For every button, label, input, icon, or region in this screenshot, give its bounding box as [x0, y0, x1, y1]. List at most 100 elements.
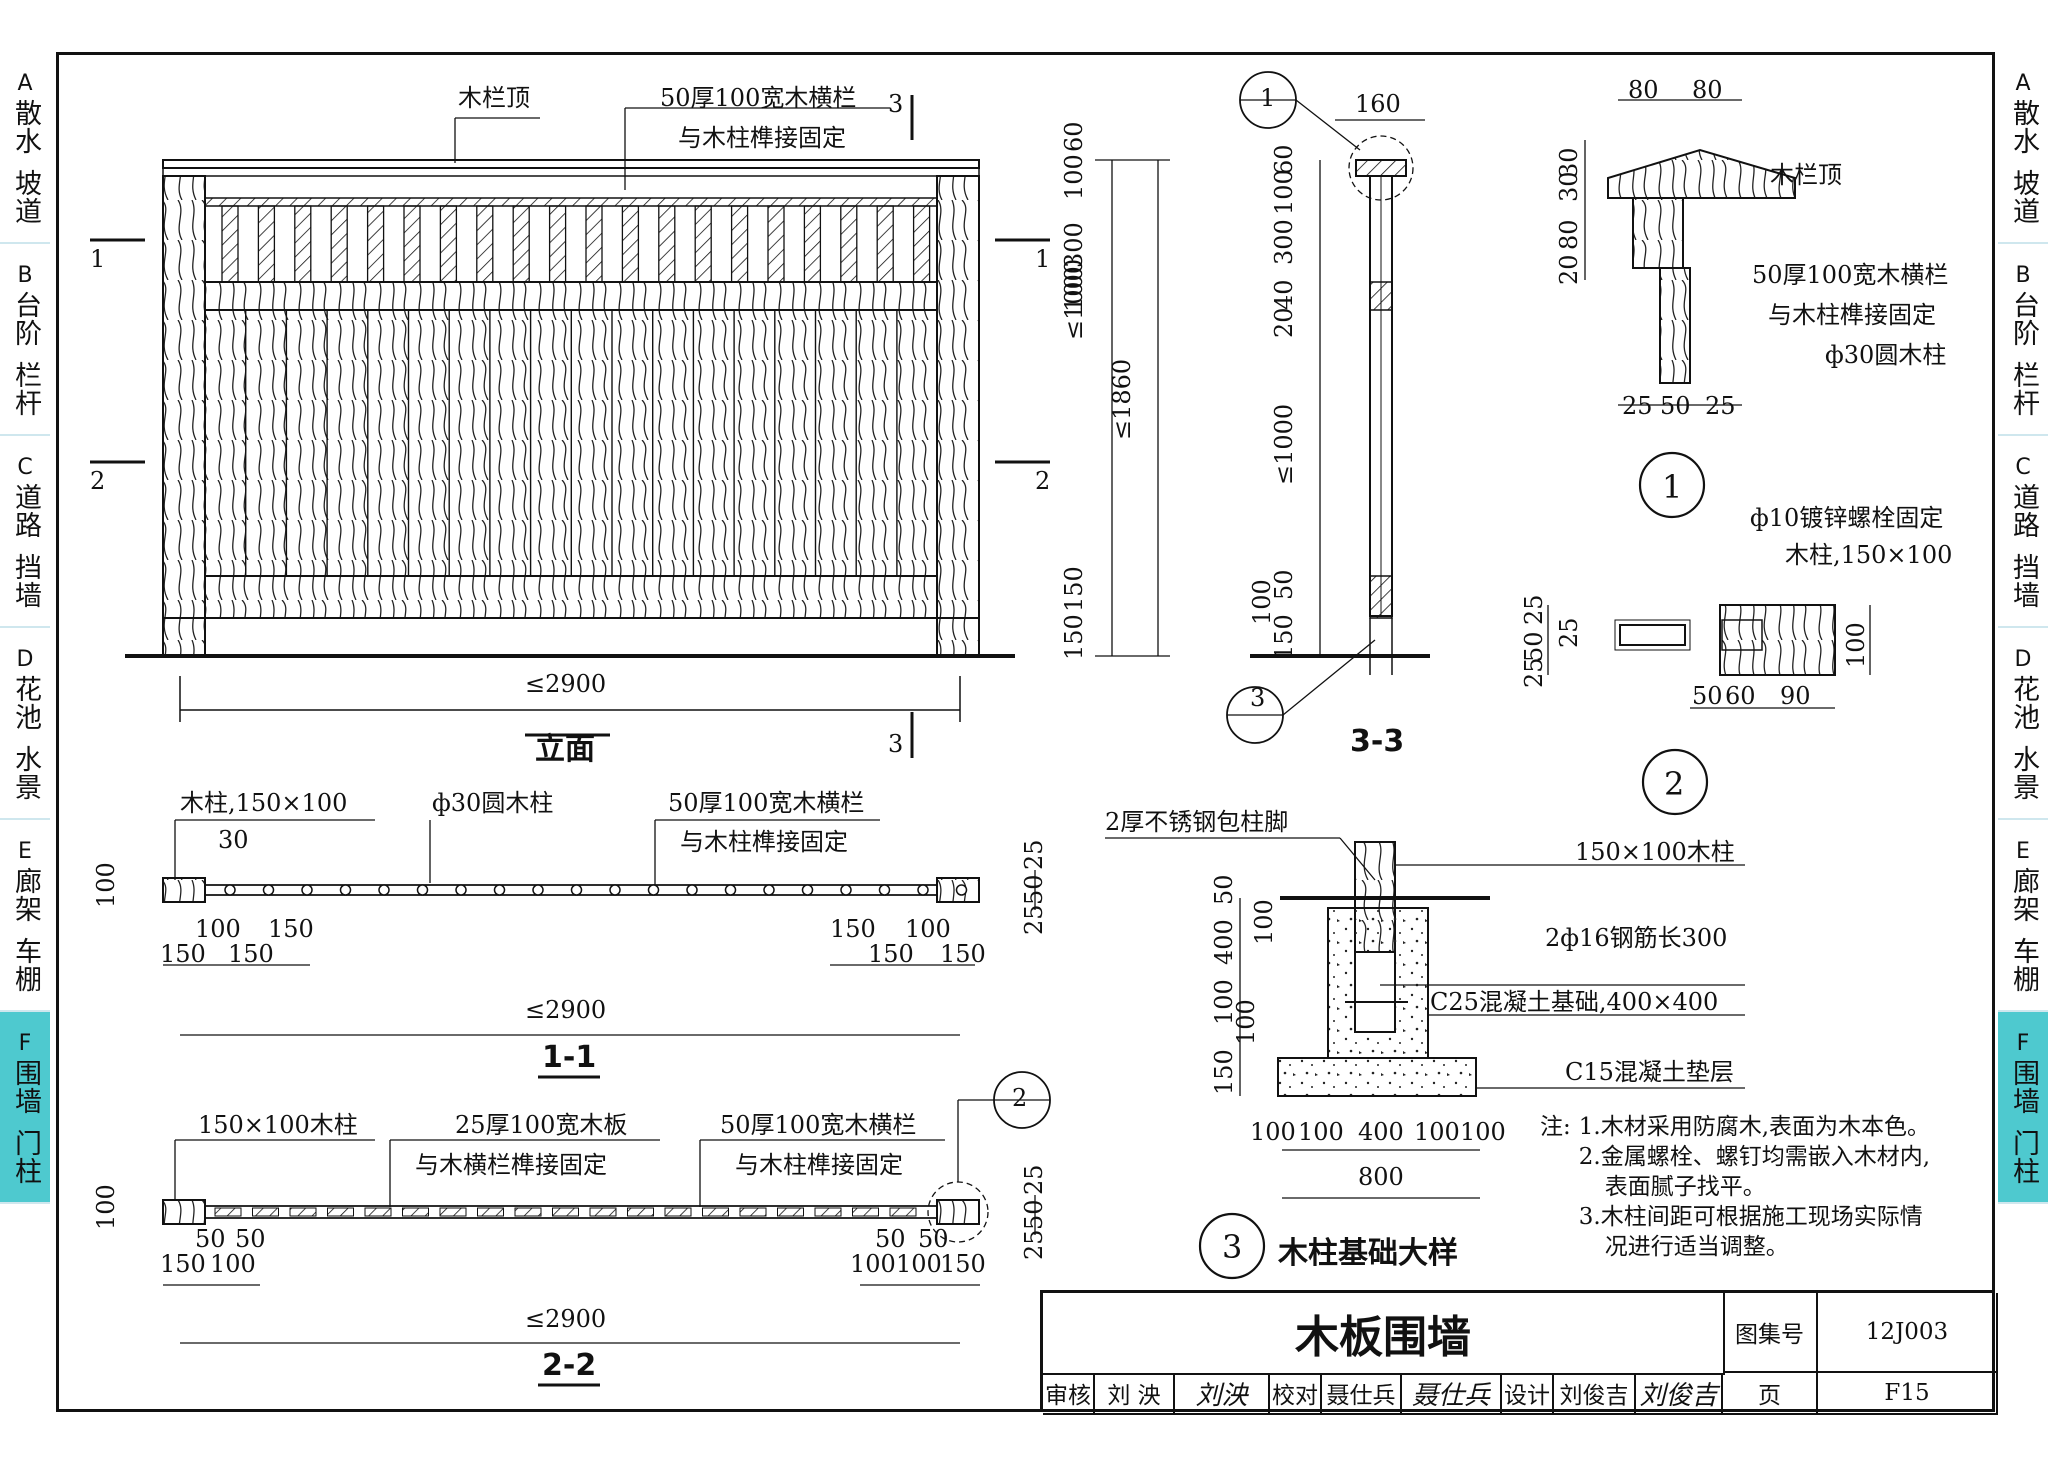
detail-2-view	[1547, 604, 1871, 816]
d3-dim-b-400: 400	[1358, 1118, 1404, 1146]
d2-dim-50b: 50	[1692, 682, 1723, 710]
s11-dim-r-150b: 150	[868, 940, 914, 968]
round-post	[416, 884, 429, 896]
elev-label-top: 木栏顶	[458, 84, 530, 112]
tab-label: 水景	[2008, 745, 2039, 801]
d3-label-rebar: 2ф16钢筋长300	[1545, 924, 1728, 952]
section-3-3-title: 3-3	[1350, 724, 1405, 759]
round-post	[763, 884, 775, 896]
reviewer-signature: 刘泱	[1175, 1373, 1270, 1415]
section-mark-2-right: 2	[1035, 467, 1051, 495]
tab-label: 栏杆	[10, 361, 41, 417]
callout-1-number: 1	[1260, 84, 1276, 112]
round-post	[801, 884, 814, 896]
d1-label-joint: 与木柱榫接固定	[1768, 301, 1936, 329]
picket	[912, 205, 931, 283]
note-line: 3.木柱间距可根据施工现场实际情	[1578, 1204, 1923, 1230]
d3-dim-400: 400	[1210, 919, 1238, 965]
d2-dim-100: 100	[1842, 622, 1870, 668]
round-post	[493, 884, 506, 896]
tab-label: 花池	[10, 675, 41, 731]
detail-3-title: 木柱基础大样	[1278, 1236, 1458, 1271]
s22-dim-l-50b: 50	[235, 1225, 266, 1253]
board-slat	[664, 1207, 692, 1217]
detail-3-view	[1105, 837, 1745, 1280]
page-label: 页	[1723, 1373, 1818, 1415]
section-2-2-title: 2-2	[542, 1348, 597, 1383]
tab-label: 挡墙	[10, 553, 41, 609]
elev-dim-100b: 100	[1060, 266, 1088, 312]
round-post	[455, 884, 467, 896]
elevation-title: 立面	[535, 732, 595, 767]
d2-dim-25c: 25	[1520, 657, 1548, 688]
s11-label-rail: 50厚100宽木横栏	[668, 789, 865, 817]
s22-dim-100: 100	[92, 1184, 120, 1230]
round-post	[339, 884, 352, 896]
s22-dim-end-50: 50	[1020, 1199, 1048, 1230]
note-line: 1.木材采用防腐木,表面为木本色。	[1578, 1114, 1931, 1140]
s22-dim-r-150: 150	[940, 1250, 986, 1278]
d3-dim-b-100a: 100	[1250, 1118, 1296, 1146]
board-slat	[589, 1207, 617, 1217]
d2-label-bolt: ф10镀锌螺栓固定	[1750, 504, 1944, 532]
picket	[294, 205, 312, 283]
elev-dim-150b: 150	[1060, 614, 1088, 660]
section-3-3-view	[1226, 71, 1430, 744]
board-slat	[852, 1207, 879, 1217]
s22-label-rail: 50厚100宽木横栏	[720, 1111, 917, 1139]
picket	[512, 205, 530, 283]
tab-label: 廊架	[2008, 867, 2039, 923]
round-post	[609, 884, 621, 896]
checker-name: 聂仕兵	[1322, 1373, 1402, 1415]
s22-callout-2: 2	[1012, 1084, 1028, 1112]
d3-label-foundation: C25混凝土基础,400×400	[1430, 988, 1719, 1016]
d2-label-post: 木柱,150×100	[1785, 541, 1953, 569]
tab-letter: C	[17, 455, 33, 480]
tab-label: 围墙	[10, 1059, 41, 1115]
picket	[366, 205, 385, 283]
tab-label: 车棚	[2008, 937, 2039, 993]
round-post	[224, 884, 236, 896]
reviewer-name: 刘 泱	[1095, 1373, 1175, 1415]
elev-dim-60: 60	[1060, 121, 1088, 152]
d1-dim-25b: 25	[1705, 392, 1736, 420]
s11-dim-r-150c: 150	[940, 940, 986, 968]
elev-label-rail-1: 50厚100宽木横栏	[660, 84, 857, 112]
s33-dim-100: 100	[1270, 169, 1298, 215]
s11-dim-r-100: 100	[905, 915, 951, 943]
tab-label: 道路	[2008, 483, 2039, 539]
note-line: 2.金属螺栓、螺钉均需嵌入木材内,	[1578, 1144, 1931, 1170]
tab-letter: E	[18, 839, 32, 864]
elev-label-rail-2: 与木柱榫接固定	[678, 124, 846, 152]
notes-head: 注:	[1540, 1114, 1571, 1140]
tab-letter: B	[17, 263, 33, 288]
board-slat	[439, 1207, 467, 1217]
s11-label-post: 木柱,150×100	[180, 789, 348, 817]
s11-dim-l-100: 100	[195, 915, 241, 943]
s22-dim-r-50b: 50	[918, 1225, 949, 1253]
board-slat	[327, 1207, 354, 1217]
d1-dim-25a: 25	[1622, 392, 1653, 420]
s22-dim-l-50a: 50	[195, 1225, 226, 1253]
picket	[767, 205, 785, 283]
board-slat	[777, 1207, 804, 1217]
picket	[840, 205, 858, 283]
board-slat	[514, 1207, 542, 1217]
d1-dim-50: 50	[1660, 392, 1691, 420]
s22-dim-l-100: 100	[210, 1250, 256, 1278]
s33-dim-20: 20	[1270, 307, 1298, 338]
tab-letter: D	[2014, 647, 2032, 672]
